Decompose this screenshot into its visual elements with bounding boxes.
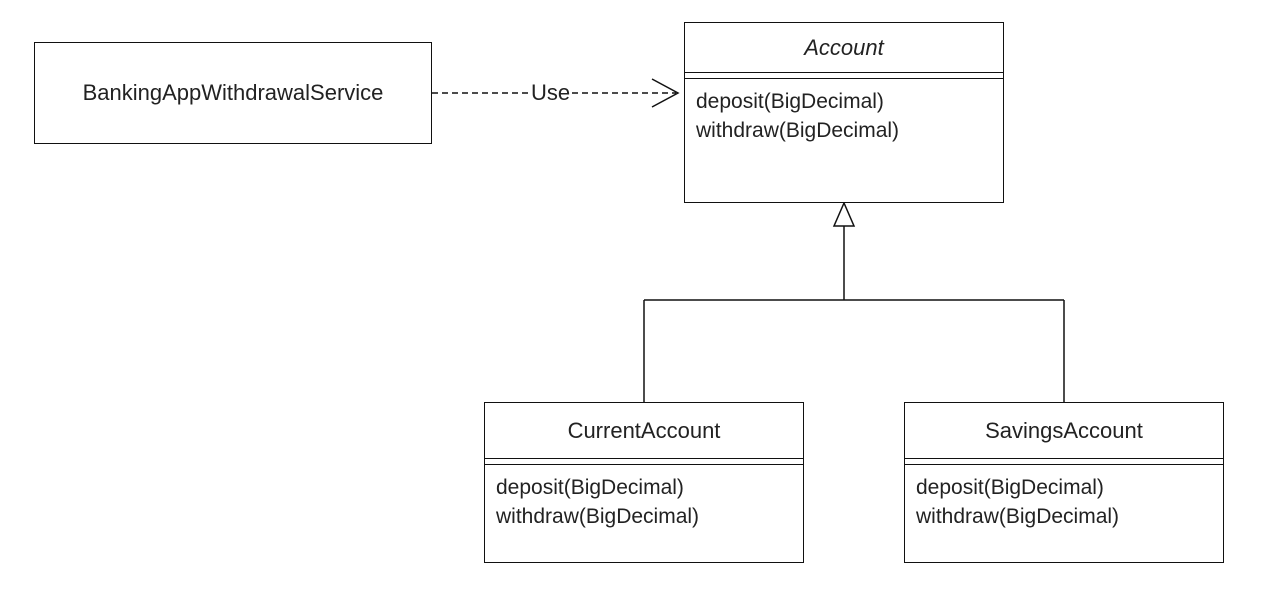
savings-account-operations: deposit(BigDecimal) withdraw(BigDecimal)	[905, 465, 1223, 531]
account-class-name: Account	[685, 23, 1003, 73]
savings-account-operation: withdraw(BigDecimal)	[916, 505, 1120, 528]
savings-account-separator	[905, 459, 1223, 465]
savings-account-operation: deposit(BigDecimal)	[916, 476, 1104, 499]
account-operation: withdraw(BigDecimal)	[696, 119, 900, 142]
generalization-arrowhead	[832, 201, 856, 227]
account-operation: deposit(BigDecimal)	[696, 90, 884, 113]
dependency-arrowhead	[651, 78, 680, 108]
current-account-class-name: CurrentAccount	[485, 403, 803, 459]
current-account-operations: deposit(BigDecimal) withdraw(BigDecimal)	[485, 465, 803, 531]
account-separator	[685, 73, 1003, 79]
current-account-class-box: CurrentAccount deposit(BigDecimal) withd…	[484, 402, 804, 563]
dependency-label: Use	[530, 80, 572, 106]
service-class-name: BankingAppWithdrawalService	[82, 80, 384, 105]
savings-account-class-name: SavingsAccount	[905, 403, 1223, 459]
account-operations: deposit(BigDecimal) withdraw(BigDecimal)	[685, 79, 1003, 145]
savings-account-class-box: SavingsAccount deposit(BigDecimal) withd…	[904, 402, 1224, 563]
current-account-separator	[485, 459, 803, 465]
account-class-box: Account deposit(BigDecimal) withdraw(Big…	[684, 22, 1004, 203]
service-class-box: BankingAppWithdrawalService	[34, 42, 432, 144]
current-account-operation: withdraw(BigDecimal)	[496, 505, 700, 528]
current-account-operation: deposit(BigDecimal)	[496, 476, 684, 499]
